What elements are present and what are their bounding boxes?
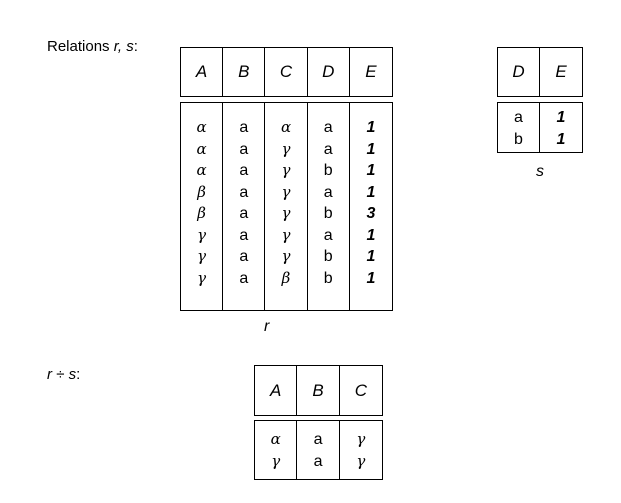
cell: b (323, 162, 333, 179)
cell: 1 (366, 162, 376, 179)
cell: a (239, 119, 249, 136)
cell: a (323, 140, 333, 158)
column-header: A (181, 48, 224, 96)
caption-r: r (264, 318, 270, 335)
cell: β (197, 204, 206, 222)
cell: 1 (366, 226, 376, 244)
column-header: E (365, 62, 377, 81)
cell: a (323, 183, 333, 201)
cell: a (323, 119, 333, 136)
cell: a (313, 452, 323, 470)
cell: γ (281, 204, 291, 222)
cell: γ (281, 182, 291, 201)
cell: γ (281, 225, 291, 244)
cell: 1 (366, 248, 376, 265)
cell: 1 (556, 109, 566, 126)
cell: a (313, 431, 323, 448)
cell: a (239, 269, 249, 287)
relations-label: Relations r, s: (47, 38, 138, 55)
cell: α (280, 118, 292, 136)
cell: β (197, 182, 206, 201)
cell: b (323, 205, 333, 222)
cell: 1 (366, 140, 376, 158)
cell: γ (356, 451, 366, 470)
cell: α (196, 139, 207, 158)
cell: α (196, 161, 207, 179)
cell: 3 (366, 205, 376, 222)
column-header: E (555, 62, 567, 81)
cell: γ (271, 451, 281, 470)
column-header: D (498, 48, 541, 96)
cell: γ (197, 268, 207, 287)
cell: a (514, 109, 523, 126)
cell: γ (197, 247, 207, 265)
cell: b (323, 269, 333, 287)
column-header: C (265, 48, 308, 96)
cell: 1 (366, 119, 376, 136)
cell: a (239, 162, 249, 179)
cell: γ (197, 225, 207, 244)
column-header: D (308, 48, 350, 96)
cell: 1 (556, 130, 566, 148)
cell: α (270, 430, 281, 448)
cell: a (239, 183, 249, 201)
cell: γ (281, 139, 291, 158)
cell: a (239, 248, 249, 265)
column-header: A (255, 366, 298, 415)
column-header: B (297, 366, 340, 415)
column-header: C (354, 380, 367, 400)
cell: a (239, 140, 249, 158)
cell: 1 (366, 269, 376, 287)
cell: a (239, 205, 249, 222)
division-label: r ÷ s: (47, 366, 81, 383)
cell: γ (356, 430, 366, 448)
cell: γ (281, 247, 291, 265)
cell: γ (281, 161, 291, 179)
cell: b (514, 130, 523, 148)
cell: b (323, 248, 333, 265)
column-header: B (223, 48, 266, 96)
cell: α (196, 118, 207, 136)
column: 1 1 1 1 3 1 1 1 (350, 103, 392, 310)
cell: 1 (366, 183, 376, 201)
caption-s: s (536, 163, 544, 180)
cell: a (323, 226, 333, 244)
cell: β (281, 268, 291, 287)
cell: a (239, 226, 249, 244)
